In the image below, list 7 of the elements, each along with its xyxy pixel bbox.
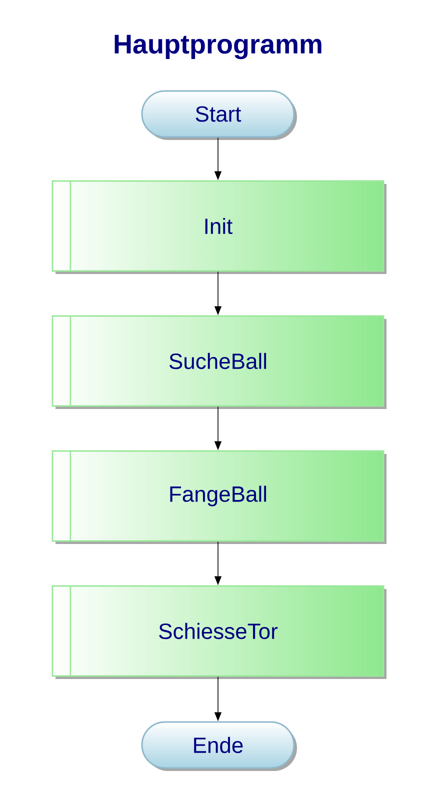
subprocess-box: SchiesseTor bbox=[52, 585, 386, 679]
title: Hauptprogramm bbox=[114, 34, 322, 60]
subprocess-box: Init bbox=[52, 180, 386, 274]
subprocess-box: SucheBall bbox=[52, 315, 386, 409]
subprocess-box: FangeBall bbox=[52, 450, 386, 544]
terminal-pill: Start bbox=[141, 90, 297, 140]
terminal-pill: Ende bbox=[141, 721, 297, 771]
